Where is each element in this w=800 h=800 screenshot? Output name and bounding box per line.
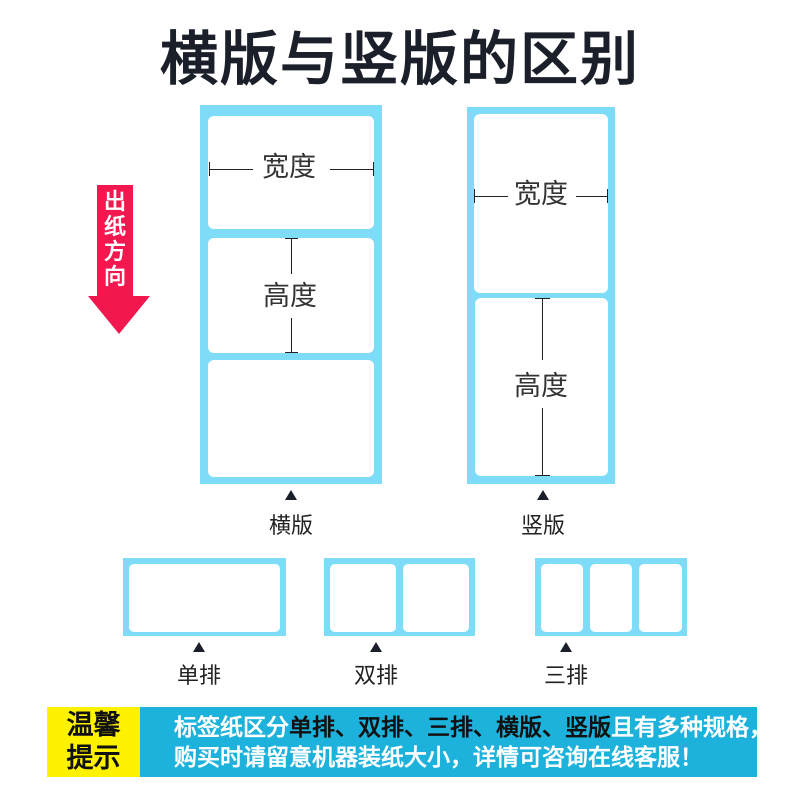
notice-text: 标签纸区分单排、双排、三排、横版、竖版且有多种规格， 购买时请留意机器装纸大小，… <box>174 713 772 773</box>
height-dimension-line-top <box>542 298 543 360</box>
pointer-triangle-icon <box>193 642 205 652</box>
horizontal-label-3 <box>208 360 374 477</box>
horizontal-width-label: 宽度 <box>262 152 316 183</box>
feed-direction-label: 出纸方向 <box>103 190 126 290</box>
notice-tag: 温馨 提示 <box>47 707 140 777</box>
height-tick-bottom <box>535 475 550 476</box>
vertical-caption: 竖版 <box>520 514 565 539</box>
triple-row-label-3 <box>639 564 682 632</box>
pointer-triangle-icon <box>537 490 549 500</box>
pointer-triangle-icon <box>285 490 297 500</box>
width-tick-right <box>373 162 374 176</box>
height-tick-bottom <box>285 352 298 353</box>
notice-line1-prefix: 标签纸区分 <box>174 715 289 741</box>
double-row-caption: 双排 <box>353 664 398 689</box>
triple-row-caption: 三排 <box>543 664 588 689</box>
single-row-label <box>129 564 280 632</box>
triple-row-label-2 <box>590 564 632 632</box>
notice-line1-highlight: 单排、双排、三排、横版、竖版 <box>289 715 611 741</box>
width-tick-right <box>607 189 608 203</box>
width-tick-left <box>209 162 210 176</box>
pointer-triangle-icon <box>560 642 572 652</box>
vertical-height-label: 高度 <box>514 371 568 402</box>
pointer-triangle-icon <box>370 642 382 652</box>
height-tick-top <box>535 298 550 299</box>
notice-line-1: 标签纸区分单排、双排、三排、横版、竖版且有多种规格， <box>174 713 772 743</box>
arrow-shaft <box>97 185 133 297</box>
double-row-label-1 <box>330 564 396 632</box>
width-dimension-line-left <box>474 196 508 197</box>
height-dimension-line-bottom <box>542 408 543 475</box>
notice-banner: 温馨 提示 标签纸区分单排、双排、三排、横版、竖版且有多种规格， 购买时请留意机… <box>47 707 772 777</box>
width-dimension-line-left <box>209 169 253 170</box>
triple-row-label-1 <box>541 564 583 632</box>
width-dimension-line-right <box>576 196 608 197</box>
horizontal-caption: 横版 <box>268 514 313 539</box>
vertical-width-label: 宽度 <box>514 179 568 210</box>
notice-line-2: 购买时请留意机器装纸大小，详情可咨询在线客服！ <box>174 745 703 771</box>
width-dimension-line-right <box>330 169 373 170</box>
height-dimension-line-bottom <box>291 318 292 353</box>
page-title: 横版与竖版的区别 <box>159 25 640 93</box>
arrow-down-icon <box>88 296 150 334</box>
height-tick-top <box>285 238 298 239</box>
notice-line1-suffix: 且有多种规格， <box>611 715 772 741</box>
notice-tag-line1: 温馨 <box>66 710 121 741</box>
single-row-caption: 单排 <box>176 664 221 689</box>
notice-tag-line2: 提示 <box>66 743 121 774</box>
horizontal-height-label: 高度 <box>263 281 317 312</box>
double-row-label-2 <box>403 564 469 632</box>
width-tick-left <box>474 189 475 203</box>
height-dimension-line-top <box>291 238 292 274</box>
